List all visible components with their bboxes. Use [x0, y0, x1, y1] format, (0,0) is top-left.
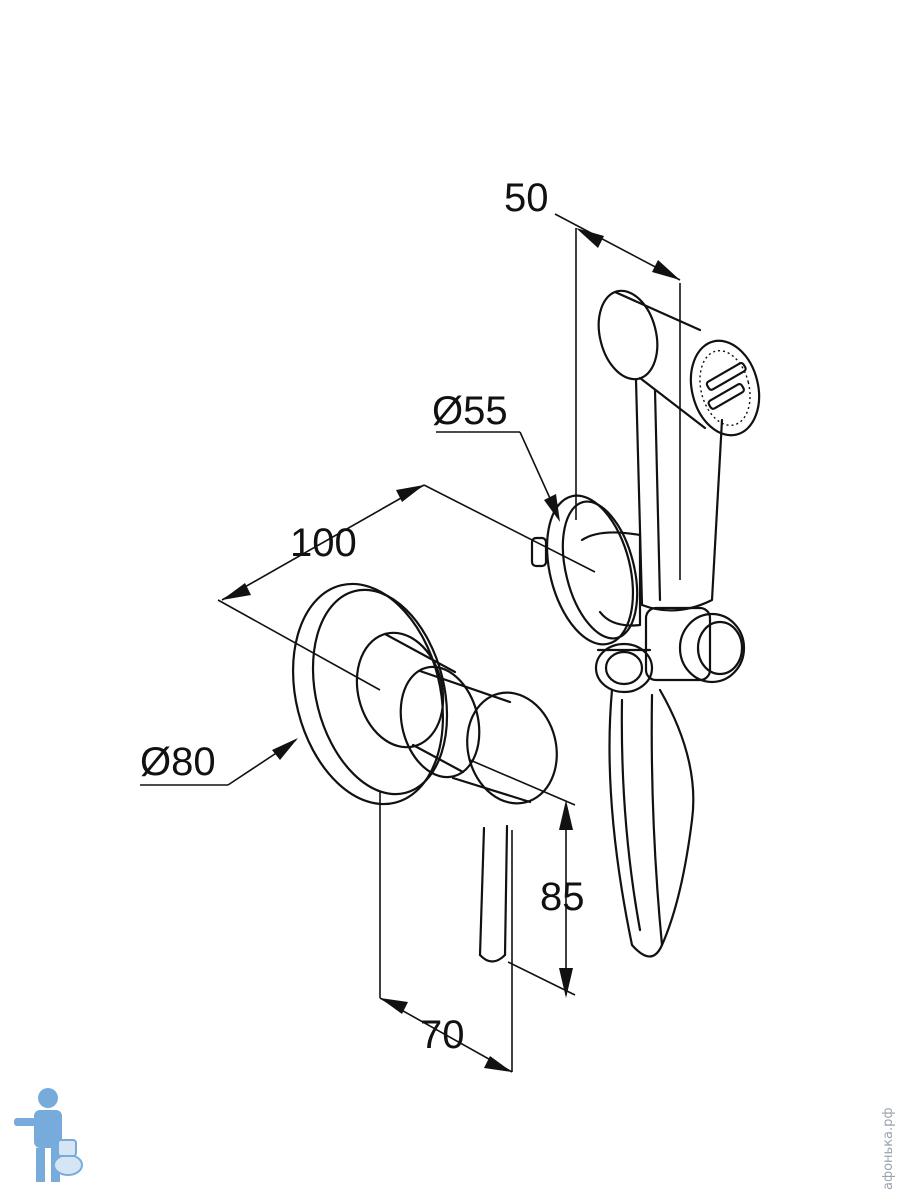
mixer-lever: [478, 824, 509, 963]
dimension-label-70: 70: [420, 1013, 465, 1057]
mixer-body: [355, 631, 465, 774]
dimension-label-50: 50: [504, 176, 549, 220]
dimension-dia-80: Ø80: [140, 738, 298, 786]
dimension-70: 70: [379, 792, 513, 1073]
watermark-text: афонька.рф: [881, 1107, 896, 1190]
hand-shower-handle: [634, 378, 724, 612]
dimension-85: 85: [469, 759, 585, 998]
dimension-label-dia-55: Ø55: [432, 389, 508, 433]
hose: [608, 688, 695, 958]
dimension-dia-55: Ø55: [432, 389, 560, 522]
dimension-100: 100: [217, 484, 596, 691]
mixer-handle-knob: [399, 665, 558, 805]
dimension-50: 50: [504, 176, 681, 580]
hose-connector-nut: [594, 642, 654, 694]
dimension-label-85: 85: [540, 875, 585, 919]
mixer-cover-plate: [291, 582, 449, 806]
hand-shower-head: [597, 289, 761, 437]
wall-outlet: [530, 494, 642, 646]
dimension-label-dia-80: Ø80: [140, 740, 216, 784]
plumber-mascot-icon: [14, 1088, 83, 1182]
dimension-label-100: 100: [290, 521, 357, 565]
shower-holder: [644, 606, 746, 684]
